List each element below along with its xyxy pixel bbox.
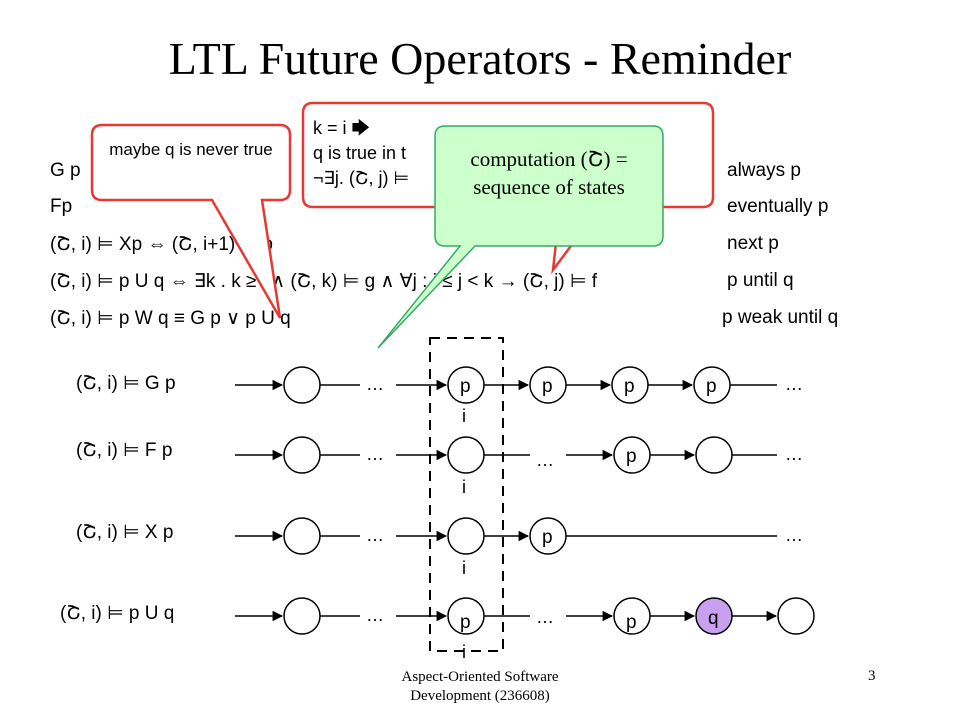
state-circle bbox=[283, 436, 321, 474]
state-label: p bbox=[626, 612, 637, 633]
state-circle bbox=[447, 436, 485, 474]
ellipsis: … bbox=[536, 607, 554, 627]
def-g-description: always p bbox=[727, 160, 801, 181]
red-callout-line2: q is true in t bbox=[313, 143, 407, 163]
row-x-label: (Շ, i) ⊨ X p bbox=[76, 522, 174, 543]
position-i-label: i bbox=[462, 477, 466, 497]
ellipsis: … bbox=[366, 374, 384, 394]
state-circle bbox=[777, 597, 815, 635]
red-callout-line3: ¬∃j. (Շ, j) ⊨ bbox=[313, 168, 410, 188]
ellipsis: … bbox=[785, 444, 803, 464]
footer-line1: Aspect-Oriented Software bbox=[401, 669, 559, 685]
def-f-formula: Fp bbox=[50, 196, 73, 217]
def-u-formula: (Շ, i) ⊨ p U q ⇔ ∃k . k ≥ i ∧ (Շ, k) ⊨ g… bbox=[50, 271, 598, 292]
state-label: p bbox=[626, 446, 637, 467]
state-label: q bbox=[708, 608, 719, 629]
def-f-description: eventually p bbox=[727, 196, 829, 217]
position-i-dashed-box bbox=[429, 337, 504, 652]
state-label: p bbox=[542, 376, 553, 397]
def-w-formula: (Շ, i) ⊨ p W q ≡ G p ∨ p U q bbox=[50, 308, 291, 329]
ellipsis: … bbox=[366, 605, 384, 625]
red-callout-line1: k = i 🡆 bbox=[313, 118, 371, 138]
state-circle bbox=[283, 366, 321, 404]
def-g-formula: G p bbox=[50, 160, 81, 181]
state-circle bbox=[447, 517, 485, 555]
def-u-description: p until q bbox=[727, 270, 794, 291]
state-label: p bbox=[542, 527, 553, 548]
red-callout-text: k = i 🡆 q is true in t ¬∃j. (Շ, j) ⊨ bbox=[313, 116, 409, 191]
row-u-label: (Շ, i) ⊨ p U q bbox=[60, 603, 175, 624]
def-w-description: p weak until q bbox=[722, 307, 839, 328]
green-callout-box bbox=[377, 125, 664, 349]
green-callout-text: computation (Շ) = sequence of states bbox=[470, 147, 628, 199]
row-x-diagram: … p … i bbox=[235, 517, 803, 578]
row-g-diagram: … p p p p … i bbox=[235, 366, 803, 426]
state-label: p bbox=[706, 376, 717, 397]
row-f-label: (Շ, i) ⊨ F p bbox=[76, 440, 173, 461]
position-i-label: i bbox=[462, 558, 466, 578]
row-g-label: (Շ, i) ⊨ G p bbox=[76, 373, 176, 394]
position-i-label: i bbox=[462, 406, 466, 426]
position-i-label: i bbox=[462, 642, 466, 662]
def-x-formula: (Շ, i) ⊨ Xp ⇔ (Շ, i+1) ⊨ p bbox=[50, 234, 273, 255]
maybe-callout-text: maybe q is never true bbox=[109, 140, 273, 159]
def-x-description: next p bbox=[727, 233, 779, 254]
state-label: p bbox=[624, 376, 635, 397]
state-label: p bbox=[460, 612, 471, 633]
state-circle bbox=[283, 597, 321, 635]
row-u-diagram: … p … p q i bbox=[235, 597, 815, 662]
ellipsis: … bbox=[366, 444, 384, 464]
state-label: p bbox=[460, 376, 471, 397]
row-f-diagram: … … p … i bbox=[235, 436, 803, 497]
ellipsis: … bbox=[785, 374, 803, 394]
footer: Aspect-Oriented Software Development (23… bbox=[340, 668, 620, 706]
ellipsis: … bbox=[785, 525, 803, 545]
page-number: 3 bbox=[868, 668, 876, 684]
state-circle bbox=[695, 436, 733, 474]
state-circle bbox=[283, 517, 321, 555]
slide-title: LTL Future Operators - Reminder bbox=[168, 33, 792, 84]
ellipsis: … bbox=[366, 525, 384, 545]
ellipsis: … bbox=[536, 450, 554, 470]
footer-line2: Development (236608) bbox=[410, 688, 550, 704]
maybe-callout-box bbox=[90, 123, 292, 319]
